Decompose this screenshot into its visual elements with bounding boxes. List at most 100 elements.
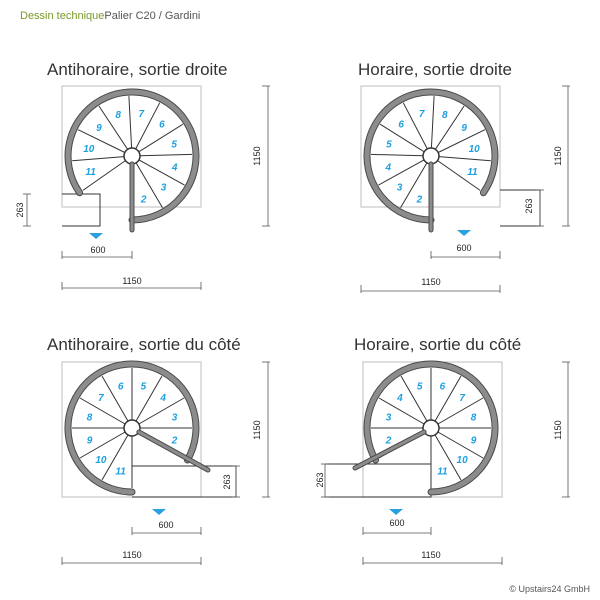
dimension-exit-label: 263 xyxy=(15,202,25,217)
dimension-height-label: 1150 xyxy=(553,420,563,439)
step-edge xyxy=(430,96,435,149)
step-number: 6 xyxy=(440,382,446,393)
step-number: 4 xyxy=(171,163,178,174)
step-number: 10 xyxy=(83,144,95,155)
step-edge xyxy=(77,129,126,153)
handrail-arc xyxy=(65,89,199,223)
dimension-exit-label: 263 xyxy=(315,472,325,487)
step-edge xyxy=(437,431,484,459)
direction-arrow xyxy=(152,509,166,515)
step-edge xyxy=(101,375,129,422)
step-number: 6 xyxy=(159,120,165,131)
step-number: 7 xyxy=(459,393,465,404)
landing-outline xyxy=(500,189,541,227)
step-number: 3 xyxy=(172,413,178,424)
center-pole xyxy=(422,419,440,437)
step-number: 9 xyxy=(471,435,477,446)
step-number: 9 xyxy=(87,435,93,446)
step-number: 8 xyxy=(115,110,121,121)
step-number: 2 xyxy=(416,195,423,206)
step-edge xyxy=(370,153,424,157)
step-number: 9 xyxy=(461,123,467,134)
landing-outline xyxy=(132,465,237,498)
step-number: 8 xyxy=(471,413,477,424)
dimension-width-label: 1150 xyxy=(421,277,440,287)
step-edge xyxy=(98,105,129,150)
step-number: 8 xyxy=(442,110,448,121)
step-edge xyxy=(434,375,462,422)
exit-rail xyxy=(137,430,210,472)
step-edge xyxy=(378,159,425,186)
dimension-landing-label: 600 xyxy=(389,518,404,528)
step-number: 5 xyxy=(417,382,423,393)
step-edge xyxy=(138,123,184,153)
step-number: 7 xyxy=(419,109,425,120)
handrail-arc xyxy=(364,89,498,223)
step-edge xyxy=(72,156,125,162)
step-number: 5 xyxy=(386,139,392,150)
handrail-arc xyxy=(65,361,199,495)
step-edge xyxy=(434,434,462,481)
step-number: 2 xyxy=(385,435,392,446)
step-number: 11 xyxy=(437,467,448,478)
step-edge xyxy=(402,102,428,150)
dimension-width-label: 1150 xyxy=(122,550,141,560)
dimension-width-label: 1150 xyxy=(421,550,440,560)
panel-title-ccw-right: Antihoraire, sortie droite xyxy=(47,60,228,79)
step-edge xyxy=(437,397,484,425)
step-number: 4 xyxy=(159,393,166,404)
step-number: 6 xyxy=(398,120,404,131)
step-edge xyxy=(135,162,163,208)
header: Dessin techniquePalier C20 / Gardini xyxy=(20,10,200,22)
panel-title-cw-side: Horaire, sortie du côté xyxy=(354,335,522,354)
step-edge xyxy=(378,397,425,425)
step-edge xyxy=(139,153,193,157)
dimension-landing-label: 600 xyxy=(90,245,105,255)
step-edge xyxy=(437,160,481,191)
handrail-arc xyxy=(364,361,498,495)
step-edge xyxy=(400,162,428,208)
step-edge xyxy=(128,96,133,149)
step-number: 11 xyxy=(115,467,126,478)
dimension-landing-label: 600 xyxy=(158,520,173,530)
header-section: Dessin technique xyxy=(20,10,105,22)
direction-arrow xyxy=(89,233,103,239)
step-number: 4 xyxy=(396,393,403,404)
step-number: 6 xyxy=(118,382,124,393)
step-number: 11 xyxy=(467,167,478,178)
direction-arrow xyxy=(457,230,471,236)
direction-arrow xyxy=(389,509,403,515)
exit-rail xyxy=(353,430,426,470)
step-edge xyxy=(82,160,126,191)
step-edge xyxy=(135,375,163,422)
step-edge xyxy=(400,375,428,422)
step-number: 3 xyxy=(397,183,403,194)
step-edge xyxy=(101,434,129,481)
step-edge xyxy=(79,431,126,459)
step-number: 10 xyxy=(469,144,481,155)
step-number: 4 xyxy=(385,163,392,174)
step-number: 3 xyxy=(386,413,392,424)
dimension-height-label: 1150 xyxy=(553,146,563,165)
step-number: 10 xyxy=(95,455,107,466)
dimension-exit-label: 263 xyxy=(524,198,534,213)
dimension-height-label: 1150 xyxy=(252,420,262,439)
dimension-height-label: 1150 xyxy=(252,146,262,165)
step-edge xyxy=(138,159,185,186)
landing-outline xyxy=(62,193,101,227)
step-number: 2 xyxy=(171,435,178,446)
dimension-width-label: 1150 xyxy=(122,276,141,286)
step-number: 5 xyxy=(141,382,147,393)
step-number: 9 xyxy=(96,123,102,134)
step-number: 8 xyxy=(87,413,93,424)
copyright: © Upstairs24 GmbH xyxy=(509,584,590,594)
center-pole xyxy=(123,419,141,437)
step-number: 7 xyxy=(139,109,145,120)
step-edge xyxy=(135,102,161,150)
step-edge xyxy=(434,105,465,150)
